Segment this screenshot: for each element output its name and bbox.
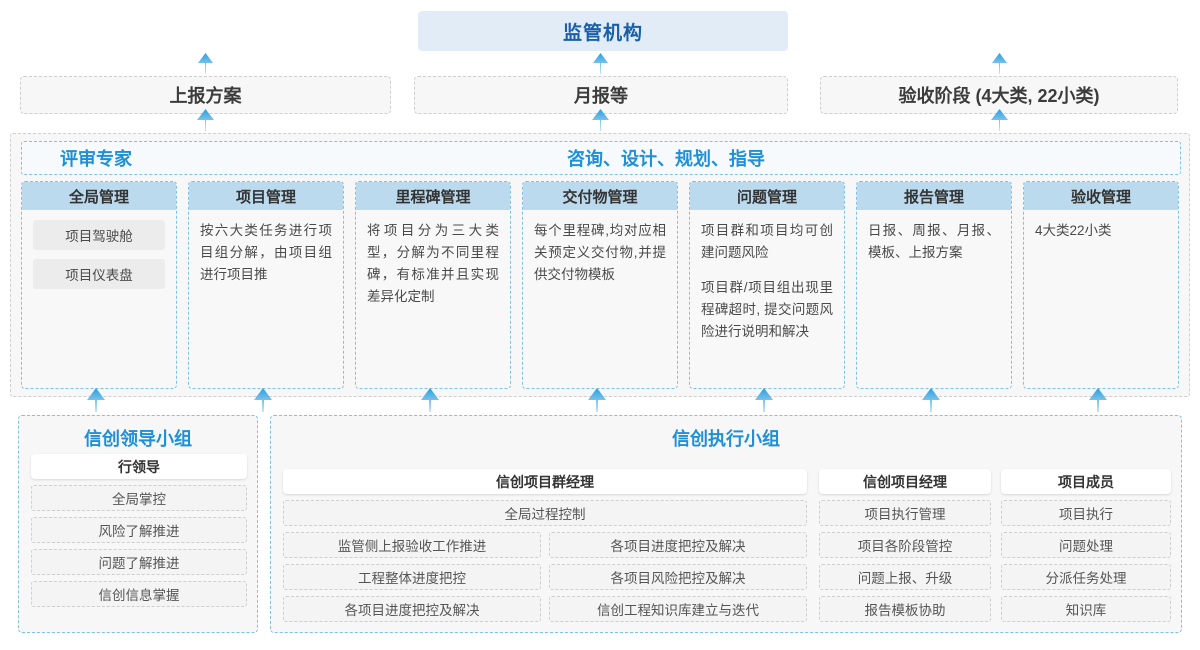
arrow-up-icon (198, 53, 213, 74)
program-manager-column: 信创项目群经理 全局过程控制 监管侧上报验收工作推进 工程整体进度把控 各项目进… (283, 469, 807, 622)
column-body: 4大类22小类 (1024, 210, 1178, 242)
report-label: 上报方案 (169, 86, 242, 106)
column-title: 全局管理 (22, 182, 176, 210)
arrow-up-icon (992, 53, 1007, 74)
report-row: 上报方案 月报等 验收阶段 (4大类, 22小类) (0, 76, 1200, 114)
column-acceptance-management[interactable]: 验收管理 4大类22小类 (1023, 181, 1179, 389)
task-item[interactable]: 各项目进度把控及解决 (283, 596, 541, 622)
task-item[interactable]: 各项目风险把控及解决 (549, 564, 807, 590)
column-body: 将项目分为三大类型，分解为不同里程碑，有标准并且实现差异化定制 (356, 210, 510, 308)
role-header: 信创项目经理 (819, 469, 991, 494)
column-paragraph: 项目群和项目均可创建问题风险 (701, 223, 833, 260)
report-label: 月报等 (574, 86, 628, 106)
column-paragraph: 按六大类任务进行项目组分解，由项目组进行项目推 (200, 223, 332, 282)
task-item-wide[interactable]: 全局过程控制 (283, 500, 807, 526)
task-col-right: 各项目进度把控及解决 各项目风险把控及解决 信创工程知识库建立与迭代 (549, 526, 807, 622)
column-milestone-management[interactable]: 里程碑管理 将项目分为三大类型，分解为不同里程碑，有标准并且实现差异化定制 (355, 181, 511, 389)
task-item[interactable]: 分派任务处理 (1001, 564, 1171, 590)
role-header: 项目成员 (1001, 469, 1171, 494)
service-panel-header: 评审专家 咨询、设计、规划、指导 (21, 141, 1181, 175)
exec-group-panel: 信创执行小组 信创项目群经理 全局过程控制 监管侧上报验收工作推进 工程整体进度… (270, 415, 1182, 633)
task-item[interactable]: 监管侧上报验收工作推进 (283, 532, 541, 558)
column-deliverable-management[interactable]: 交付物管理 每个里程碑,均对应相关预定义交付物,并提供交付物模板 (522, 181, 678, 389)
chip-item[interactable]: 项目驾驶舱 (33, 220, 165, 250)
report-box-monthly: 月报等 (414, 76, 788, 114)
column-body: 按六大类任务进行项目组分解，由项目组进行项目推 (189, 210, 343, 286)
task-item[interactable]: 报告模板协助 (819, 596, 991, 622)
column-title: 验收管理 (1024, 182, 1178, 210)
regulator-box: 监管机构 (418, 11, 788, 51)
column-title: 里程碑管理 (356, 182, 510, 210)
task-col-left: 监管侧上报验收工作推进 工程整体进度把控 各项目进度把控及解决 (283, 526, 541, 622)
review-expert-label: 评审专家 (60, 149, 132, 169)
project-manager-column: 信创项目经理 项目执行管理 项目各阶段管控 问题上报、升级 报告模板协助 (819, 469, 991, 622)
column-project-management[interactable]: 项目管理 按六大类任务进行项目组分解，由项目组进行项目推 (188, 181, 344, 389)
task-item[interactable]: 问题了解推进 (31, 549, 247, 575)
task-item[interactable]: 项目执行管理 (819, 500, 991, 526)
report-label: 验收阶段 (4大类, 22小类) (898, 86, 1100, 106)
report-box-plan: 上报方案 (20, 76, 391, 114)
service-panel: 评审专家 咨询、设计、规划、指导 全局管理 项目驾驶舱 项目仪表盘 项目管理 按… (10, 133, 1190, 397)
column-body: 项目驾驶舱 项目仪表盘 (22, 210, 176, 289)
task-item[interactable]: 工程整体进度把控 (283, 564, 541, 590)
task-item[interactable]: 各项目进度把控及解决 (549, 532, 807, 558)
report-box-acceptance: 验收阶段 (4大类, 22小类) (820, 76, 1178, 114)
column-body: 项目群和项目均可创建问题风险 项目群/项目组出现里程碑超时, 提交问题风险进行说… (690, 210, 844, 343)
task-item[interactable]: 全局掌控 (31, 485, 247, 511)
column-paragraph: 4大类22小类 (1035, 223, 1112, 238)
task-item[interactable]: 风险了解推进 (31, 517, 247, 543)
leader-role-column: 行领导 全局掌控 风险了解推进 问题了解推进 信创信息掌握 (31, 454, 247, 607)
column-global-management[interactable]: 全局管理 项目驾驶舱 项目仪表盘 (21, 181, 177, 389)
column-body: 日报、周报、月报、模板、上报方案 (857, 210, 1011, 264)
column-title: 问题管理 (690, 182, 844, 210)
task-item[interactable]: 问题处理 (1001, 532, 1171, 558)
leader-group-panel: 信创领导小组 行领导 全局掌控 风险了解推进 问题了解推进 信创信息掌握 (18, 415, 258, 633)
task-item[interactable]: 项目执行 (1001, 500, 1171, 526)
task-item[interactable]: 知识库 (1001, 596, 1171, 622)
column-title: 交付物管理 (523, 182, 677, 210)
arrow-up-icon (593, 53, 608, 74)
project-member-column: 项目成员 项目执行 问题处理 分派任务处理 知识库 (1001, 469, 1171, 622)
column-report-management[interactable]: 报告管理 日报、周报、月报、模板、上报方案 (856, 181, 1012, 389)
leader-group-title: 信创领导小组 (84, 429, 192, 449)
program-manager-task-grid: 监管侧上报验收工作推进 工程整体进度把控 各项目进度把控及解决 各项目进度把控及… (283, 526, 807, 622)
role-header: 行领导 (31, 454, 247, 479)
consulting-label: 咨询、设计、规划、指导 (567, 149, 765, 169)
column-paragraph: 将项目分为三大类型，分解为不同里程碑，有标准并且实现差异化定制 (367, 223, 499, 304)
regulator-label: 监管机构 (562, 22, 643, 44)
column-paragraph: 日报、周报、月报、模板、上报方案 (868, 223, 1000, 260)
role-header: 信创项目群经理 (283, 469, 807, 494)
column-title: 项目管理 (189, 182, 343, 210)
column-issue-management[interactable]: 问题管理 项目群和项目均可创建问题风险 项目群/项目组出现里程碑超时, 提交问题… (689, 181, 845, 389)
task-item[interactable]: 信创工程知识库建立与迭代 (549, 596, 807, 622)
column-paragraph: 项目群/项目组出现里程碑超时, 提交问题风险进行说明和解决 (701, 280, 833, 339)
task-item[interactable]: 信创信息掌握 (31, 581, 247, 607)
capability-columns: 全局管理 项目驾驶舱 项目仪表盘 项目管理 按六大类任务进行项目组分解，由项目组… (21, 181, 1181, 389)
task-item[interactable]: 问题上报、升级 (819, 564, 991, 590)
column-paragraph: 每个里程碑,均对应相关预定义交付物,并提供交付物模板 (534, 223, 666, 282)
task-item[interactable]: 项目各阶段管控 (819, 532, 991, 558)
chip-item[interactable]: 项目仪表盘 (33, 259, 165, 289)
exec-group-title: 信创执行小组 (672, 429, 780, 449)
column-title: 报告管理 (857, 182, 1011, 210)
column-body: 每个里程碑,均对应相关预定义交付物,并提供交付物模板 (523, 210, 677, 286)
